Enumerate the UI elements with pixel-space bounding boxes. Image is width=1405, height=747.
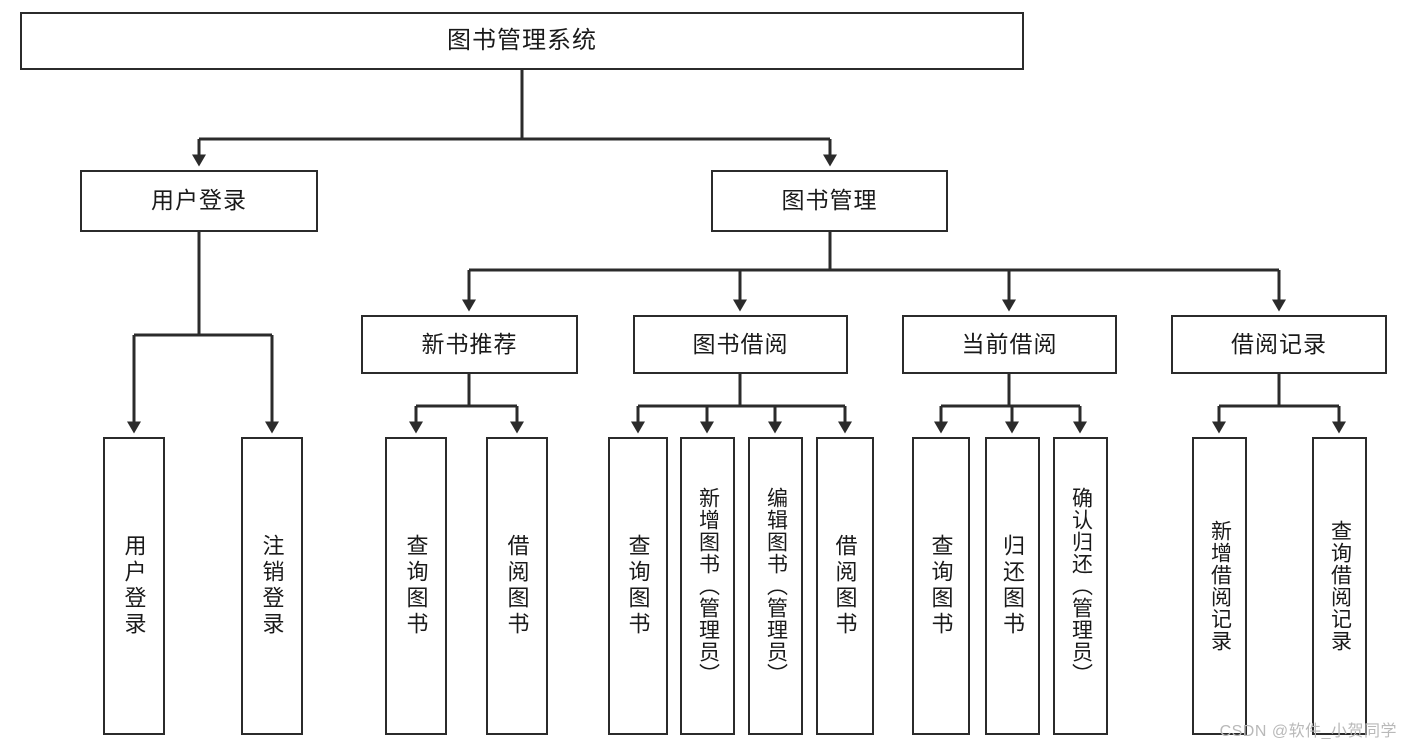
node-current-borrow[interactable]: 当前借阅: [902, 315, 1117, 374]
node-label: 借阅记录: [1231, 330, 1327, 357]
csdn-watermark: CSDN @软件_小贺同学: [1219, 723, 1397, 740]
node-label: 新书推荐: [421, 330, 518, 357]
node-label: 查询借阅记录: [1328, 520, 1352, 652]
leaf-record-add-record[interactable]: 新增借阅记录: [1192, 437, 1247, 735]
node-borrow-record[interactable]: 借阅记录: [1171, 315, 1387, 374]
node-label: 注销登录: [259, 534, 285, 638]
leaf-borrow-borrow-book[interactable]: 借阅图书: [816, 437, 874, 735]
leaf-new-book-query-book[interactable]: 查询图书: [385, 437, 447, 735]
node-label: 借阅图书: [504, 534, 530, 638]
node-root-book-management-system[interactable]: 图书管理系统: [20, 12, 1024, 70]
leaf-borrow-add-book-admin[interactable]: 新增图书（管理员）: [680, 437, 735, 735]
node-label: 查询图书: [928, 534, 954, 638]
node-book-borrow[interactable]: 图书借阅: [633, 315, 848, 374]
leaf-current-confirm-return-admin[interactable]: 确认归还（管理员）: [1053, 437, 1108, 735]
leaf-borrow-edit-book-admin[interactable]: 编辑图书（管理员）: [748, 437, 803, 735]
node-label: 图书管理: [781, 187, 878, 214]
node-label: 查询图书: [625, 534, 651, 638]
leaf-borrow-query-book[interactable]: 查询图书: [608, 437, 668, 735]
leaf-new-book-borrow-book[interactable]: 借阅图书: [486, 437, 548, 735]
leaf-current-query-book[interactable]: 查询图书: [912, 437, 970, 735]
node-label: 查询图书: [403, 534, 429, 638]
node-label: 编辑图书（管理员）: [764, 487, 788, 685]
leaf-current-return-book[interactable]: 归还图书: [985, 437, 1040, 735]
node-label: 确认归还（管理员）: [1069, 487, 1093, 685]
node-label: 用户登录: [121, 534, 147, 638]
leaf-record-query-record[interactable]: 查询借阅记录: [1312, 437, 1367, 735]
node-label: 借阅图书: [832, 534, 858, 638]
node-book-management[interactable]: 图书管理: [711, 170, 948, 232]
node-label: 图书借阅: [692, 330, 789, 357]
node-new-book-recommend[interactable]: 新书推荐: [361, 315, 578, 374]
node-label: 新增借阅记录: [1208, 520, 1232, 652]
node-label: 当前借阅: [961, 330, 1058, 357]
node-label: 新增图书（管理员）: [696, 487, 720, 685]
node-label: 归还图书: [1000, 534, 1026, 638]
node-label: 用户登录: [151, 187, 247, 214]
leaf-user-login-login[interactable]: 用户登录: [103, 437, 165, 735]
leaf-user-login-logout[interactable]: 注销登录: [241, 437, 303, 735]
node-user-login[interactable]: 用户登录: [80, 170, 318, 232]
node-label: 图书管理系统: [447, 26, 597, 54]
